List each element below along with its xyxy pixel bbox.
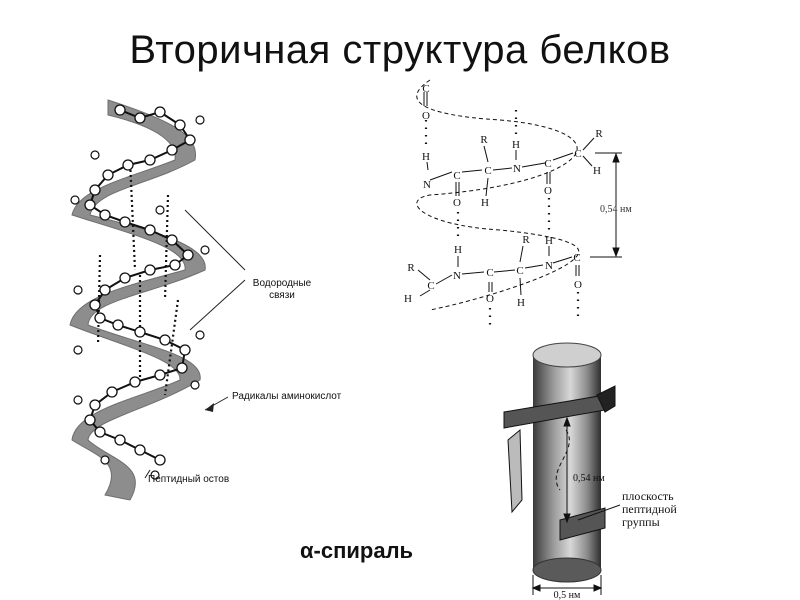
symbol-r: R: [522, 234, 530, 246]
symbol-n: N: [545, 260, 553, 272]
symbol-c: C: [422, 83, 429, 95]
symbol-c: C: [486, 267, 493, 279]
symbol-c: C: [544, 158, 551, 170]
symbol-n: N: [453, 270, 461, 282]
scheme-symbols-chain1: C O H N C O C R H N H C O C R H: [422, 83, 603, 209]
symbol-o: O: [544, 185, 552, 197]
peptide-planes: [503, 385, 616, 541]
cylinder-bottom: [532, 557, 602, 583]
label-peptide-backbone: Пептидный остов: [148, 474, 230, 485]
cylinder-diameter-dimension: [531, 575, 603, 595]
helix-side-atoms: [70, 115, 210, 480]
helix-backbone-dashed: [416, 79, 580, 311]
symbol-n: N: [423, 179, 431, 191]
cylinder-diameter-label: 0,5 нм: [554, 590, 581, 600]
symbol-c: C: [453, 170, 460, 182]
scheme-hbond-dots: [424, 110, 580, 330]
symbol-h: H: [422, 151, 430, 163]
symbol-h: H: [593, 165, 601, 177]
symbol-n: N: [513, 163, 521, 175]
scheme-symbols-chain2: H N C R H C O C R H N H C O: [404, 234, 582, 309]
symbol-h: H: [512, 139, 520, 151]
cylinder-helix-path: [555, 429, 570, 491]
symbol-c: C: [484, 165, 491, 177]
symbol-c: C: [574, 148, 581, 160]
symbol-r: R: [595, 128, 603, 140]
cylinder-pitch-arrow: [563, 416, 571, 524]
label-peptide-plane: плоскость пептидной группы: [622, 489, 677, 529]
label-hydrogen-bonds: Водородные связи: [252, 278, 312, 301]
pitch-dimension: [590, 152, 622, 258]
symbol-r: R: [480, 134, 488, 146]
label-amino-acid-radicals: Радикалы аминокислот: [232, 391, 342, 402]
slide-title: Вторичная структура белков: [129, 28, 671, 72]
symbol-h: H: [454, 244, 462, 256]
symbol-h: H: [517, 297, 525, 309]
cylinder-pitch-label: 0,54 нм: [573, 473, 605, 484]
scheme-bonds: [417, 92, 595, 297]
symbol-c: C: [516, 265, 523, 277]
pitch-dimension-label: 0,54 нм: [600, 204, 632, 215]
plane-label-pointer: [577, 504, 621, 521]
symbol-r: R: [407, 262, 415, 274]
symbol-c: C: [573, 252, 580, 264]
symbol-c: C: [427, 280, 434, 292]
symbol-h: H: [545, 235, 553, 247]
symbol-h: H: [404, 293, 412, 305]
symbol-o: O: [453, 197, 461, 209]
helix-atoms: [84, 104, 196, 466]
symbol-o: O: [422, 110, 430, 122]
cylinder-top: [532, 342, 602, 368]
symbol-o: O: [574, 279, 582, 291]
symbol-o: O: [486, 293, 494, 305]
symbol-h: H: [481, 197, 489, 209]
alpha-helix-caption: α-спираль: [300, 538, 414, 563]
radicals-arrow: [205, 403, 214, 412]
